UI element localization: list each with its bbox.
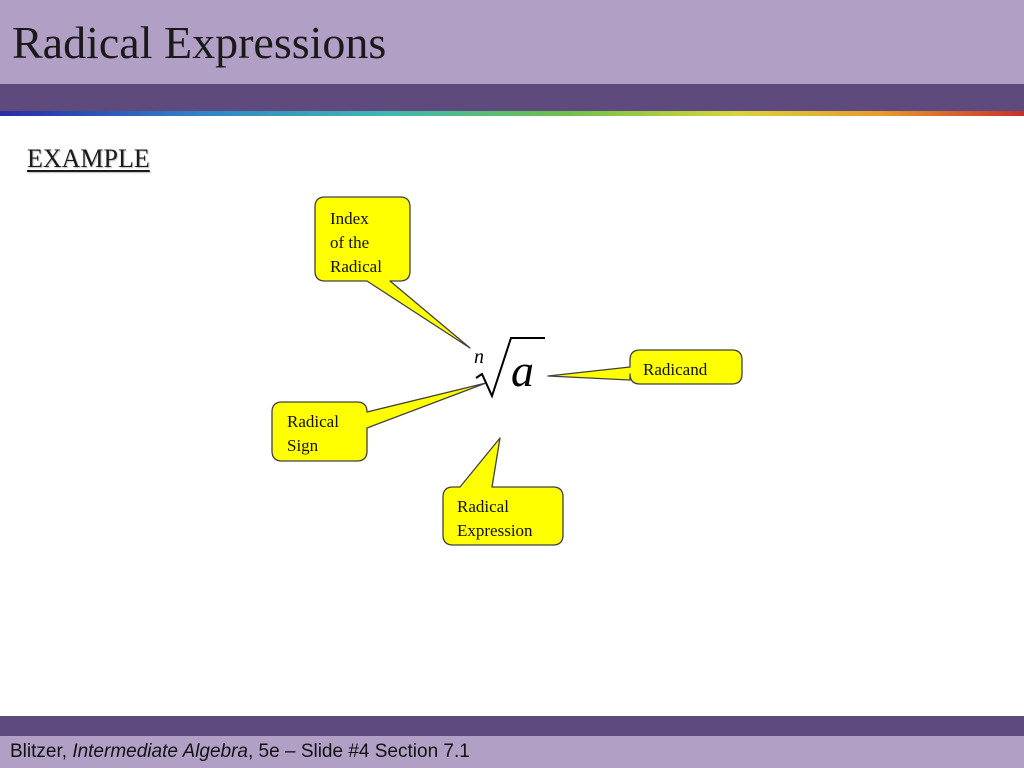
footer-stripe — [0, 716, 1024, 736]
footer-author: Blitzer, — [10, 741, 73, 762]
footer-citation: Blitzer, Intermediate Algebra, 5e – Slid… — [10, 741, 470, 763]
slide-title: Radical Expressions — [12, 17, 387, 68]
footer-slide-info: , 5e – Slide #4 Section 7.1 — [248, 741, 470, 762]
radical-expression-callout-label: Radical Expression — [457, 497, 533, 540]
title-stripe — [0, 84, 1024, 111]
radical-sign-callout-shape — [271, 382, 487, 462]
radicand-callout-shape — [547, 349, 743, 385]
footer-book-title: Intermediate Algebra — [72, 741, 248, 762]
radical-sign-glyph — [475, 337, 545, 399]
index-callout-shape — [314, 196, 471, 349]
rainbow-divider — [0, 111, 1024, 116]
title-bar: Radical Expressions — [0, 0, 1024, 84]
example-heading: EXAMPLE — [27, 144, 150, 173]
index-callout-label: Index of the Radical — [330, 209, 382, 276]
radical-index: n — [474, 346, 484, 368]
radical-expression-callout-shape — [442, 437, 564, 546]
radicand-variable: a — [511, 345, 534, 396]
radicand-callout-label: Radicand — [643, 360, 708, 379]
radical-sign-callout-label: Radical Sign — [287, 412, 339, 455]
footer-bar — [0, 736, 1024, 768]
